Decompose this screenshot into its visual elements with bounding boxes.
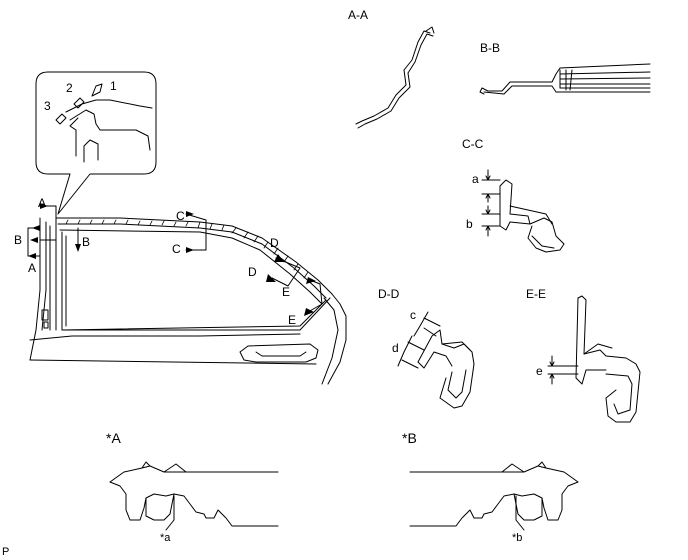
dimension-c: c xyxy=(410,308,416,322)
cut-marker-b-left: B xyxy=(14,233,23,247)
section-aa-profile xyxy=(355,26,435,129)
section-ee-title: E-E xyxy=(526,287,547,301)
cut-marker-e-bottom: E xyxy=(288,313,297,327)
cut-marker-e-top: E xyxy=(282,285,291,299)
cut-markers xyxy=(27,205,323,313)
detail-a-title: *A xyxy=(106,430,121,446)
section-cc-profile xyxy=(481,169,565,253)
dimension-d: d xyxy=(392,341,399,355)
callout-number-3: 3 xyxy=(44,99,51,113)
cut-arrows xyxy=(28,203,316,316)
dimension-e: e xyxy=(536,364,543,378)
section-aa-title: A-A xyxy=(348,8,369,22)
cut-marker-b-right: B xyxy=(82,235,91,249)
corner-code: P xyxy=(2,546,10,558)
detail-a-drawing xyxy=(109,461,279,531)
section-bb-title: B-B xyxy=(480,41,501,55)
detail-a-label: *a xyxy=(160,532,171,544)
detail-b-drawing xyxy=(409,461,579,531)
detail-b-label: *b xyxy=(512,532,523,544)
section-dd-profile xyxy=(397,311,475,409)
cut-marker-c-top: C xyxy=(176,209,185,223)
dimension-b: b xyxy=(466,217,473,231)
cut-marker-d-top: D xyxy=(270,236,279,250)
door-outline xyxy=(29,217,347,385)
cut-marker-a-bottom: A xyxy=(28,261,37,275)
callout-number-1: 1 xyxy=(110,79,117,93)
callout-number-2: 2 xyxy=(66,81,73,95)
section-bb-profile xyxy=(479,63,651,95)
section-cc-title: C-C xyxy=(462,137,484,151)
section-dd-title: D-D xyxy=(378,287,400,301)
detail-b-title: *B xyxy=(402,430,417,446)
section-ee-profile xyxy=(547,295,641,423)
cut-marker-c-bottom: C xyxy=(172,242,181,256)
cut-marker-a-top: A xyxy=(38,196,47,210)
cut-marker-d-bottom: D xyxy=(248,265,257,279)
callout-bubble xyxy=(35,71,157,215)
dimension-a: a xyxy=(472,172,479,186)
